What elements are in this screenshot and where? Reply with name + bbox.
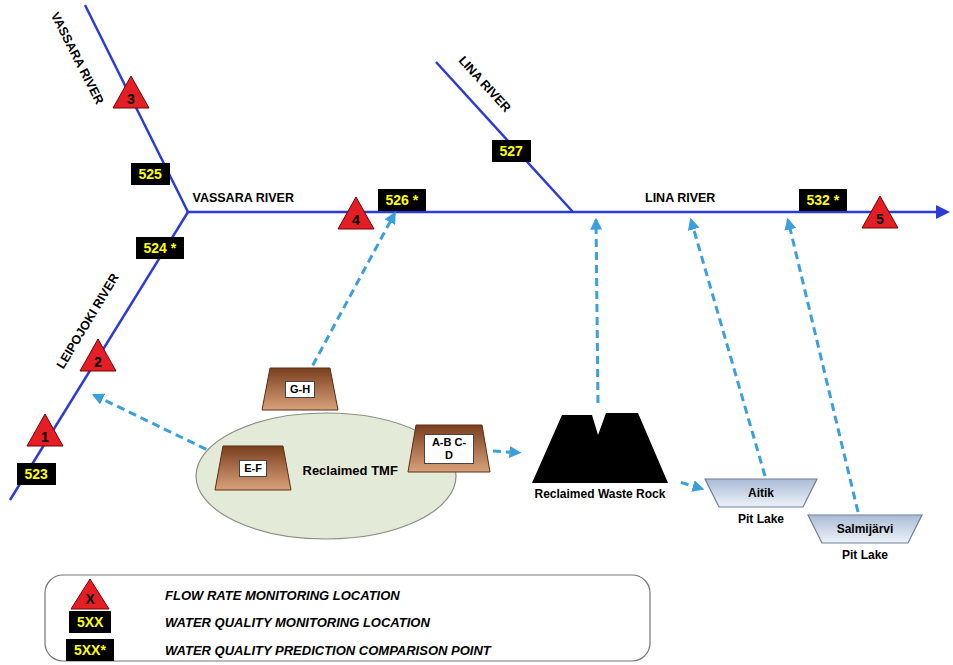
legend-symbol-text: 5XX* [66,639,114,661]
legend-text: WATER QUALITY MONITORING LOCATION [165,615,430,630]
legend-symbol-text: X [86,591,95,607]
dam-section: G-H [262,368,338,410]
legend-triangle [71,579,109,609]
station-code: 524 * [144,240,177,256]
water-quality-box: 526 * [378,189,427,211]
river-name: LINA RIVER [455,53,514,115]
callout-number: 4 [352,212,360,228]
flow-monitoring-triangle: 3 [112,75,150,109]
river-lines [10,5,937,500]
callout-number: 3 [127,91,135,107]
facility-label: Reclaimed TMF [303,463,398,478]
callout-number: 1 [41,429,49,445]
callout-number: 5 [876,211,884,227]
river-arrowhead [936,205,950,219]
dam-section: A-B C-D [408,425,490,472]
dam-label: A-B C-D [424,434,474,464]
flow-monitoring-triangle: 4 [337,196,375,230]
pit-name: Aitik [748,478,774,508]
station-code: 523 [25,466,48,482]
legend-frame [45,575,650,661]
water-quality-box: 523 [17,463,56,485]
pile-label: Reclaimed Waste Rock [535,487,666,501]
dam-label: E-F [239,460,267,477]
water-quality-box: 524 * [136,237,185,259]
water-quality-box: 525 [131,163,170,185]
flow-monitoring-triangle: 1 [26,413,64,447]
pit-caption: Pit Lake [842,548,888,562]
dam-section: E-F [215,446,291,490]
station-code: 527 [500,143,523,159]
dam-label: G-H [285,381,315,398]
river-name: VASSARA RIVER [193,191,294,206]
pit-caption: Pit Lake [738,512,784,526]
tailings-facility: Reclaimed TMFG-HE-FA-B C-D [195,412,457,540]
river-name: LINA RIVER [645,191,715,206]
callout-number: 2 [94,354,102,370]
pit-lake: AitikPit Lake [705,478,817,536]
station-code: 532 * [807,192,840,208]
pit-name: Salmijärvi [837,514,894,544]
legend-text: WATER QUALITY PREDICTION COMPARISON POIN… [165,643,491,658]
station-code: 525 [139,166,162,182]
flow-connector [313,214,395,366]
waste-rock-pile: Reclaimed Waste Rock [522,405,678,510]
water-quality-box: 532 * [799,189,848,211]
pit-lake: SalmijärviPit Lake [808,514,922,574]
flow-connector [681,482,702,489]
legend-text: FLOW RATE MONITORING LOCATION [165,588,400,603]
water-quality-box: 527 [492,140,531,162]
flow-monitoring-triangle: 2 [79,338,117,372]
flow-connector [493,451,519,453]
flow-monitoring-triangle: 5 [861,195,899,229]
station-code: 526 * [386,192,419,208]
legend-symbol-text: 5XX [69,611,111,633]
river-name: VASSARA RIVER [47,9,106,106]
rock-pile-shape [522,405,678,485]
